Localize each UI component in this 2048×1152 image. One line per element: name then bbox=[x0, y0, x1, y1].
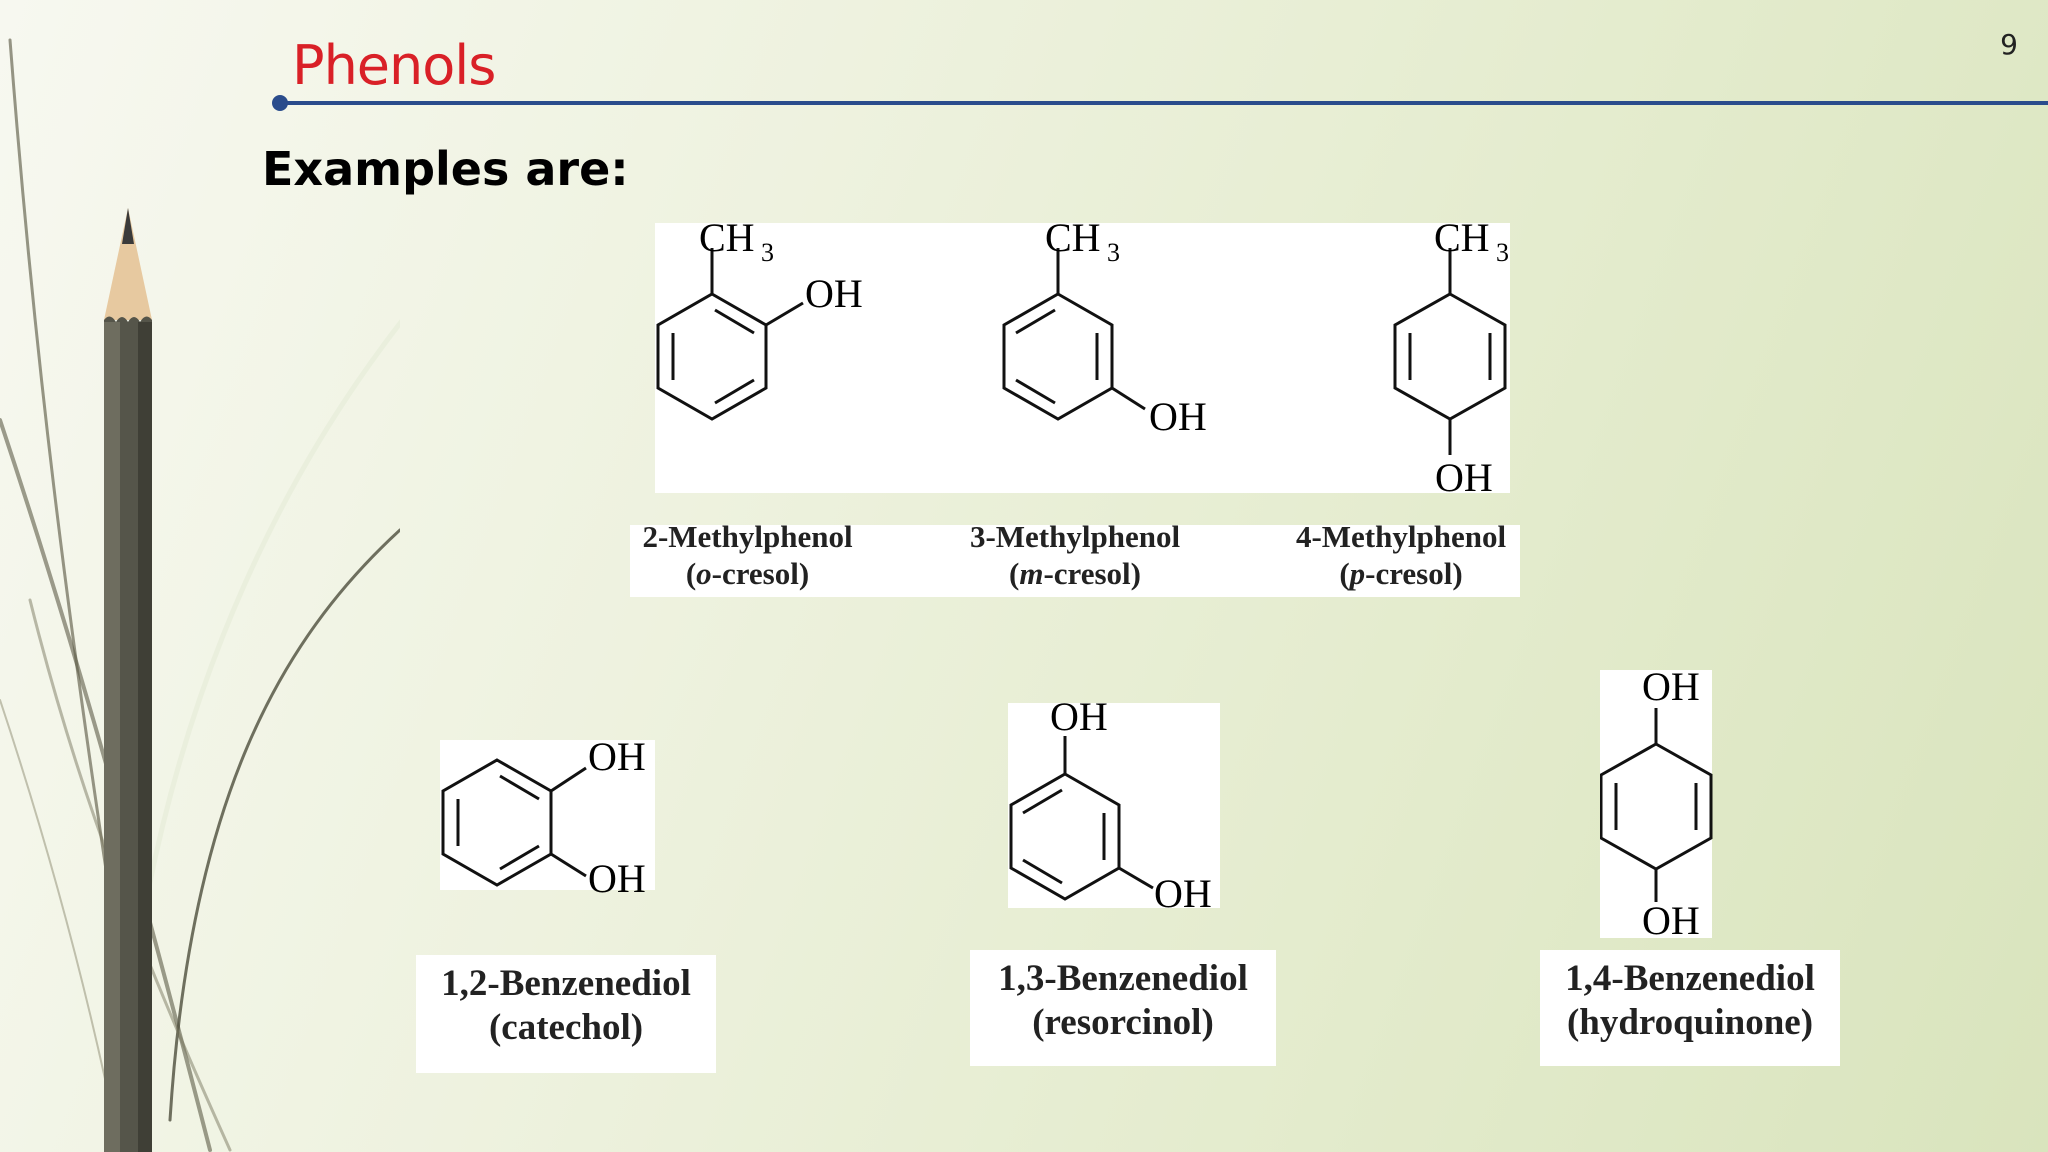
resorcinol-structure: OH OH bbox=[1009, 698, 1212, 916]
oh-label: OH bbox=[1435, 455, 1493, 500]
iupac-name: 4-Methylphenol bbox=[1295, 519, 1507, 554]
slide-title: Phenols bbox=[292, 34, 496, 97]
common-name: (o-cresol) bbox=[685, 556, 810, 592]
hydroquinone-caption-panel bbox=[1540, 950, 1840, 1066]
compound-caption-resorcinol: 1,3-Benzenediol (resorcinol) bbox=[965, 957, 1281, 1046]
oh-label: OH bbox=[1642, 898, 1700, 940]
o-cresol-structure: CH 3 OH bbox=[656, 215, 863, 421]
compound-caption-o-cresol: 2-Methylphenol (o-cresol) bbox=[620, 518, 875, 592]
ch3-subscript: 3 bbox=[761, 238, 774, 267]
title-underline bbox=[282, 101, 2048, 105]
ch3-subscript: 3 bbox=[1107, 238, 1120, 267]
iupac-name: 1,3-Benzenediol bbox=[998, 958, 1248, 999]
compound-caption-catechol: 1,2-Benzenediol (catechol) bbox=[410, 962, 722, 1051]
iupac-name: 3-Methylphenol bbox=[969, 519, 1181, 554]
oh-label: OH bbox=[1642, 668, 1700, 709]
m-cresol-structure: CH 3 OH bbox=[1002, 215, 1207, 439]
title-bullet-dot bbox=[272, 95, 288, 111]
catechol-structure: OH OH bbox=[441, 734, 646, 900]
hydroquinone-structure: OH OH bbox=[1600, 668, 1713, 940]
oh-label: OH bbox=[588, 856, 646, 900]
catechol-structure-panel bbox=[440, 740, 655, 890]
slide-subtitle: Examples are: bbox=[262, 142, 629, 196]
p-cresol-structure: CH 3 OH bbox=[1393, 215, 1509, 500]
compound-caption-p-cresol: 4-Methylphenol (p-cresol) bbox=[1270, 518, 1532, 592]
common-name: (p-cresol) bbox=[1339, 556, 1463, 592]
catechol-caption-panel bbox=[416, 955, 716, 1073]
iupac-name: 1,4-Benzenediol bbox=[1565, 958, 1815, 999]
common-name: (m-cresol) bbox=[1009, 556, 1141, 592]
oh-label: OH bbox=[588, 734, 646, 779]
compound-caption-m-cresol: 3-Methylphenol (m-cresol) bbox=[945, 518, 1205, 592]
compound-caption-hydroquinone: 1,4-Benzenediol (hydroquinone) bbox=[1536, 957, 1844, 1046]
cresol-captions-panel bbox=[630, 525, 1520, 597]
iupac-name: 2-Methylphenol bbox=[642, 519, 853, 554]
common-name: (hydroquinone) bbox=[1566, 1002, 1814, 1044]
ch3-label: CH bbox=[1434, 215, 1490, 260]
ch3-label: CH bbox=[699, 215, 755, 260]
oh-label: OH bbox=[805, 271, 863, 316]
resorcinol-structure-panel bbox=[1008, 703, 1220, 908]
oh-label: OH bbox=[1050, 698, 1108, 739]
oh-label: OH bbox=[1149, 394, 1207, 439]
resorcinol-caption-panel bbox=[970, 950, 1276, 1066]
common-name: (resorcinol) bbox=[1032, 1002, 1214, 1044]
ch3-label: CH bbox=[1045, 215, 1101, 260]
ch3-subscript: 3 bbox=[1496, 238, 1509, 267]
oh-label: OH bbox=[1154, 871, 1212, 916]
cresol-structures-panel bbox=[655, 223, 1510, 493]
pencil-grass-decoration bbox=[0, 38, 400, 1152]
page-number: 9 bbox=[2000, 28, 2018, 61]
iupac-name: 1,2-Benzenediol bbox=[441, 963, 691, 1004]
common-name: (catechol) bbox=[488, 1007, 644, 1049]
